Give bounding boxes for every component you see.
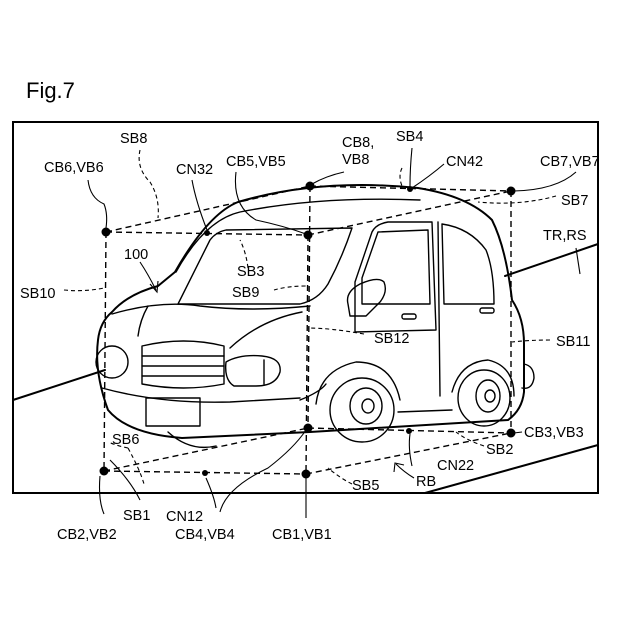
label-sb6: SB6 bbox=[112, 432, 139, 448]
label-sb5: SB5 bbox=[352, 478, 379, 494]
label-sb10: SB10 bbox=[20, 286, 55, 302]
label-cb6-vb6: CB6,VB6 bbox=[44, 160, 104, 176]
label-cb5-vb5: CB5,VB5 bbox=[226, 154, 286, 170]
label-100: 100 bbox=[124, 247, 148, 263]
label-sb12: SB12 bbox=[374, 331, 409, 347]
label-cn22: CN22 bbox=[437, 458, 474, 474]
corner-cb5 bbox=[304, 231, 313, 240]
label-cn32: CN32 bbox=[176, 162, 213, 178]
label-rb: RB bbox=[416, 474, 436, 490]
label-sb1: SB1 bbox=[123, 508, 150, 524]
label-sb8: SB8 bbox=[120, 131, 147, 147]
center-cn42 bbox=[407, 186, 413, 192]
label-sb7: SB7 bbox=[561, 193, 588, 209]
label-sb9: SB9 bbox=[232, 285, 259, 301]
corner-cb1 bbox=[302, 470, 311, 479]
label-cb1-vb1: CB1,VB1 bbox=[272, 527, 332, 543]
center-cn22 bbox=[406, 428, 412, 434]
label-sb11: SB11 bbox=[556, 334, 590, 350]
label-cb4-vb4: CB4,VB4 bbox=[175, 527, 235, 543]
label-cb8-vb8-line2: VB8 bbox=[342, 152, 369, 168]
leader-lines bbox=[64, 148, 580, 518]
label-cb8-vb8-line1: CB8, bbox=[342, 135, 374, 151]
label-sb3: SB3 bbox=[237, 264, 264, 280]
corner-cb2 bbox=[100, 467, 109, 476]
center-cn32 bbox=[204, 230, 210, 236]
label-cn42: CN42 bbox=[446, 154, 483, 170]
label-cb7-vb7: CB7,VB7 bbox=[540, 154, 600, 170]
label-cb3-vb3: CB3,VB3 bbox=[524, 425, 584, 441]
label-sb2: SB2 bbox=[486, 442, 513, 458]
label-cn12: CN12 bbox=[166, 509, 203, 525]
vehicle-drawing bbox=[96, 185, 534, 447]
center-cn12 bbox=[202, 470, 208, 476]
label-cb2-vb2: CB2,VB2 bbox=[57, 527, 117, 543]
corner-cb6 bbox=[102, 228, 111, 237]
label-sb4: SB4 bbox=[396, 129, 423, 145]
label-tr-rs: TR,RS bbox=[543, 228, 587, 244]
figure-title: Fig.7 bbox=[26, 78, 75, 103]
